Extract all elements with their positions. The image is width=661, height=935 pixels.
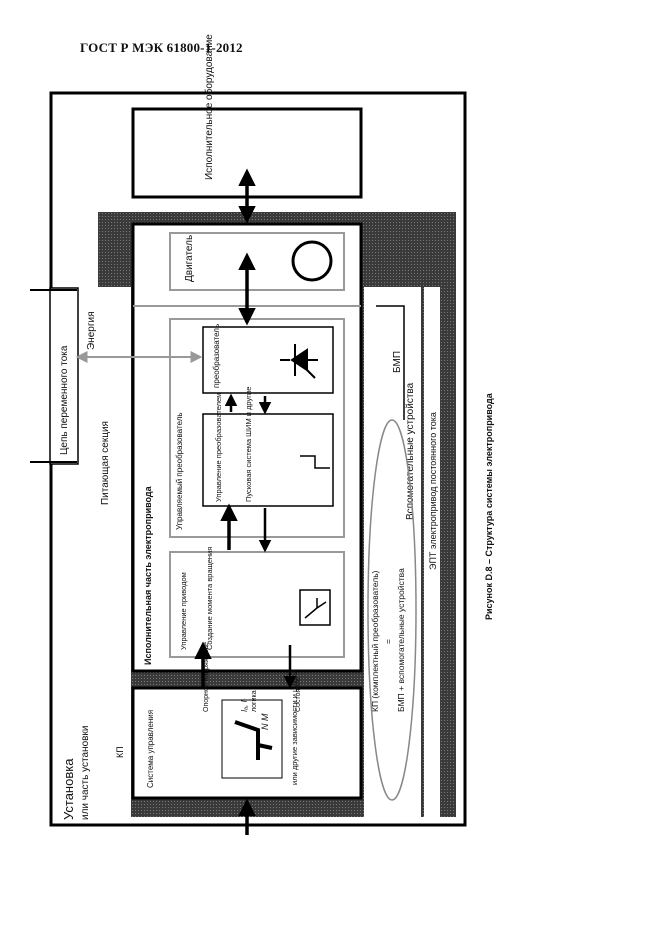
drive-control-label: Управление приводом — [179, 572, 188, 650]
kp-definition-line3: БМП + вспомогательные устройства — [396, 568, 406, 712]
ac-circuit-box — [49, 287, 79, 465]
supply-band — [98, 287, 131, 817]
characteristic-icon — [304, 598, 327, 619]
torque-creation-label: Создание момента вращения — [205, 547, 214, 650]
kp-label: КП — [115, 746, 125, 758]
thyristor-icon — [280, 344, 318, 379]
installation-label: Установка — [61, 758, 76, 820]
other-dependencies-label: или другие зависимости и циклы — [290, 670, 299, 785]
pulse-system-label: Пусковая система ШИМ и другие — [244, 387, 253, 502]
converter-control-box — [202, 413, 334, 507]
bmp-label: БМП — [392, 351, 403, 373]
ept-label: ЭПТ электропривод постоянного тока — [428, 412, 438, 570]
converter-label: преобразователь — [212, 324, 221, 388]
control-system-label: Система управления — [146, 710, 155, 788]
converter-control-label: Управление преобразователем — [214, 393, 223, 502]
drive-part-label: Исполнительная часть электропривода — [143, 485, 153, 665]
motor-icon — [291, 240, 333, 282]
nm-label: N M — [260, 713, 270, 730]
installation-sub-label: или часть установки — [80, 726, 91, 820]
energy-label: Энергия — [86, 312, 97, 350]
bmp-bracket — [376, 305, 405, 420]
ac-circuit-label: Цепь переменного тока — [59, 345, 70, 455]
aux-devices-label: Вспомогательные устройства — [405, 382, 416, 520]
actuating-equipment-label: Исполнительное оборудование — [203, 34, 215, 180]
motor-label: Двигатель — [184, 235, 195, 282]
supply-section-label: Питающая секция — [100, 421, 111, 505]
nm-characteristic-box — [221, 699, 283, 779]
logic-symbols-label: Iₐ, Iᵣ — [240, 698, 249, 712]
kp-definition-line2: = — [383, 639, 393, 644]
ept-label-strip — [424, 287, 440, 817]
logic-label: логика — [251, 690, 258, 712]
kp-definition-ellipse — [367, 419, 417, 801]
figure-caption: Рисунок D.8 – Структура системы электроп… — [484, 392, 494, 620]
document-header: ГОСТ Р МЭК 61800-1-2012 — [80, 40, 243, 55]
controlled-converter-label: Управляемый преобразователь — [175, 412, 184, 530]
nm-characteristic-icon — [234, 720, 273, 760]
state-label: Состояние — [295, 677, 302, 712]
kp-definition-line1: КП (комплектный преобразователь) — [370, 570, 380, 712]
characteristic-box — [299, 589, 331, 626]
reference-voltage-label: Опорное напряжение — [203, 642, 210, 712]
pulse-icon — [300, 455, 330, 469]
